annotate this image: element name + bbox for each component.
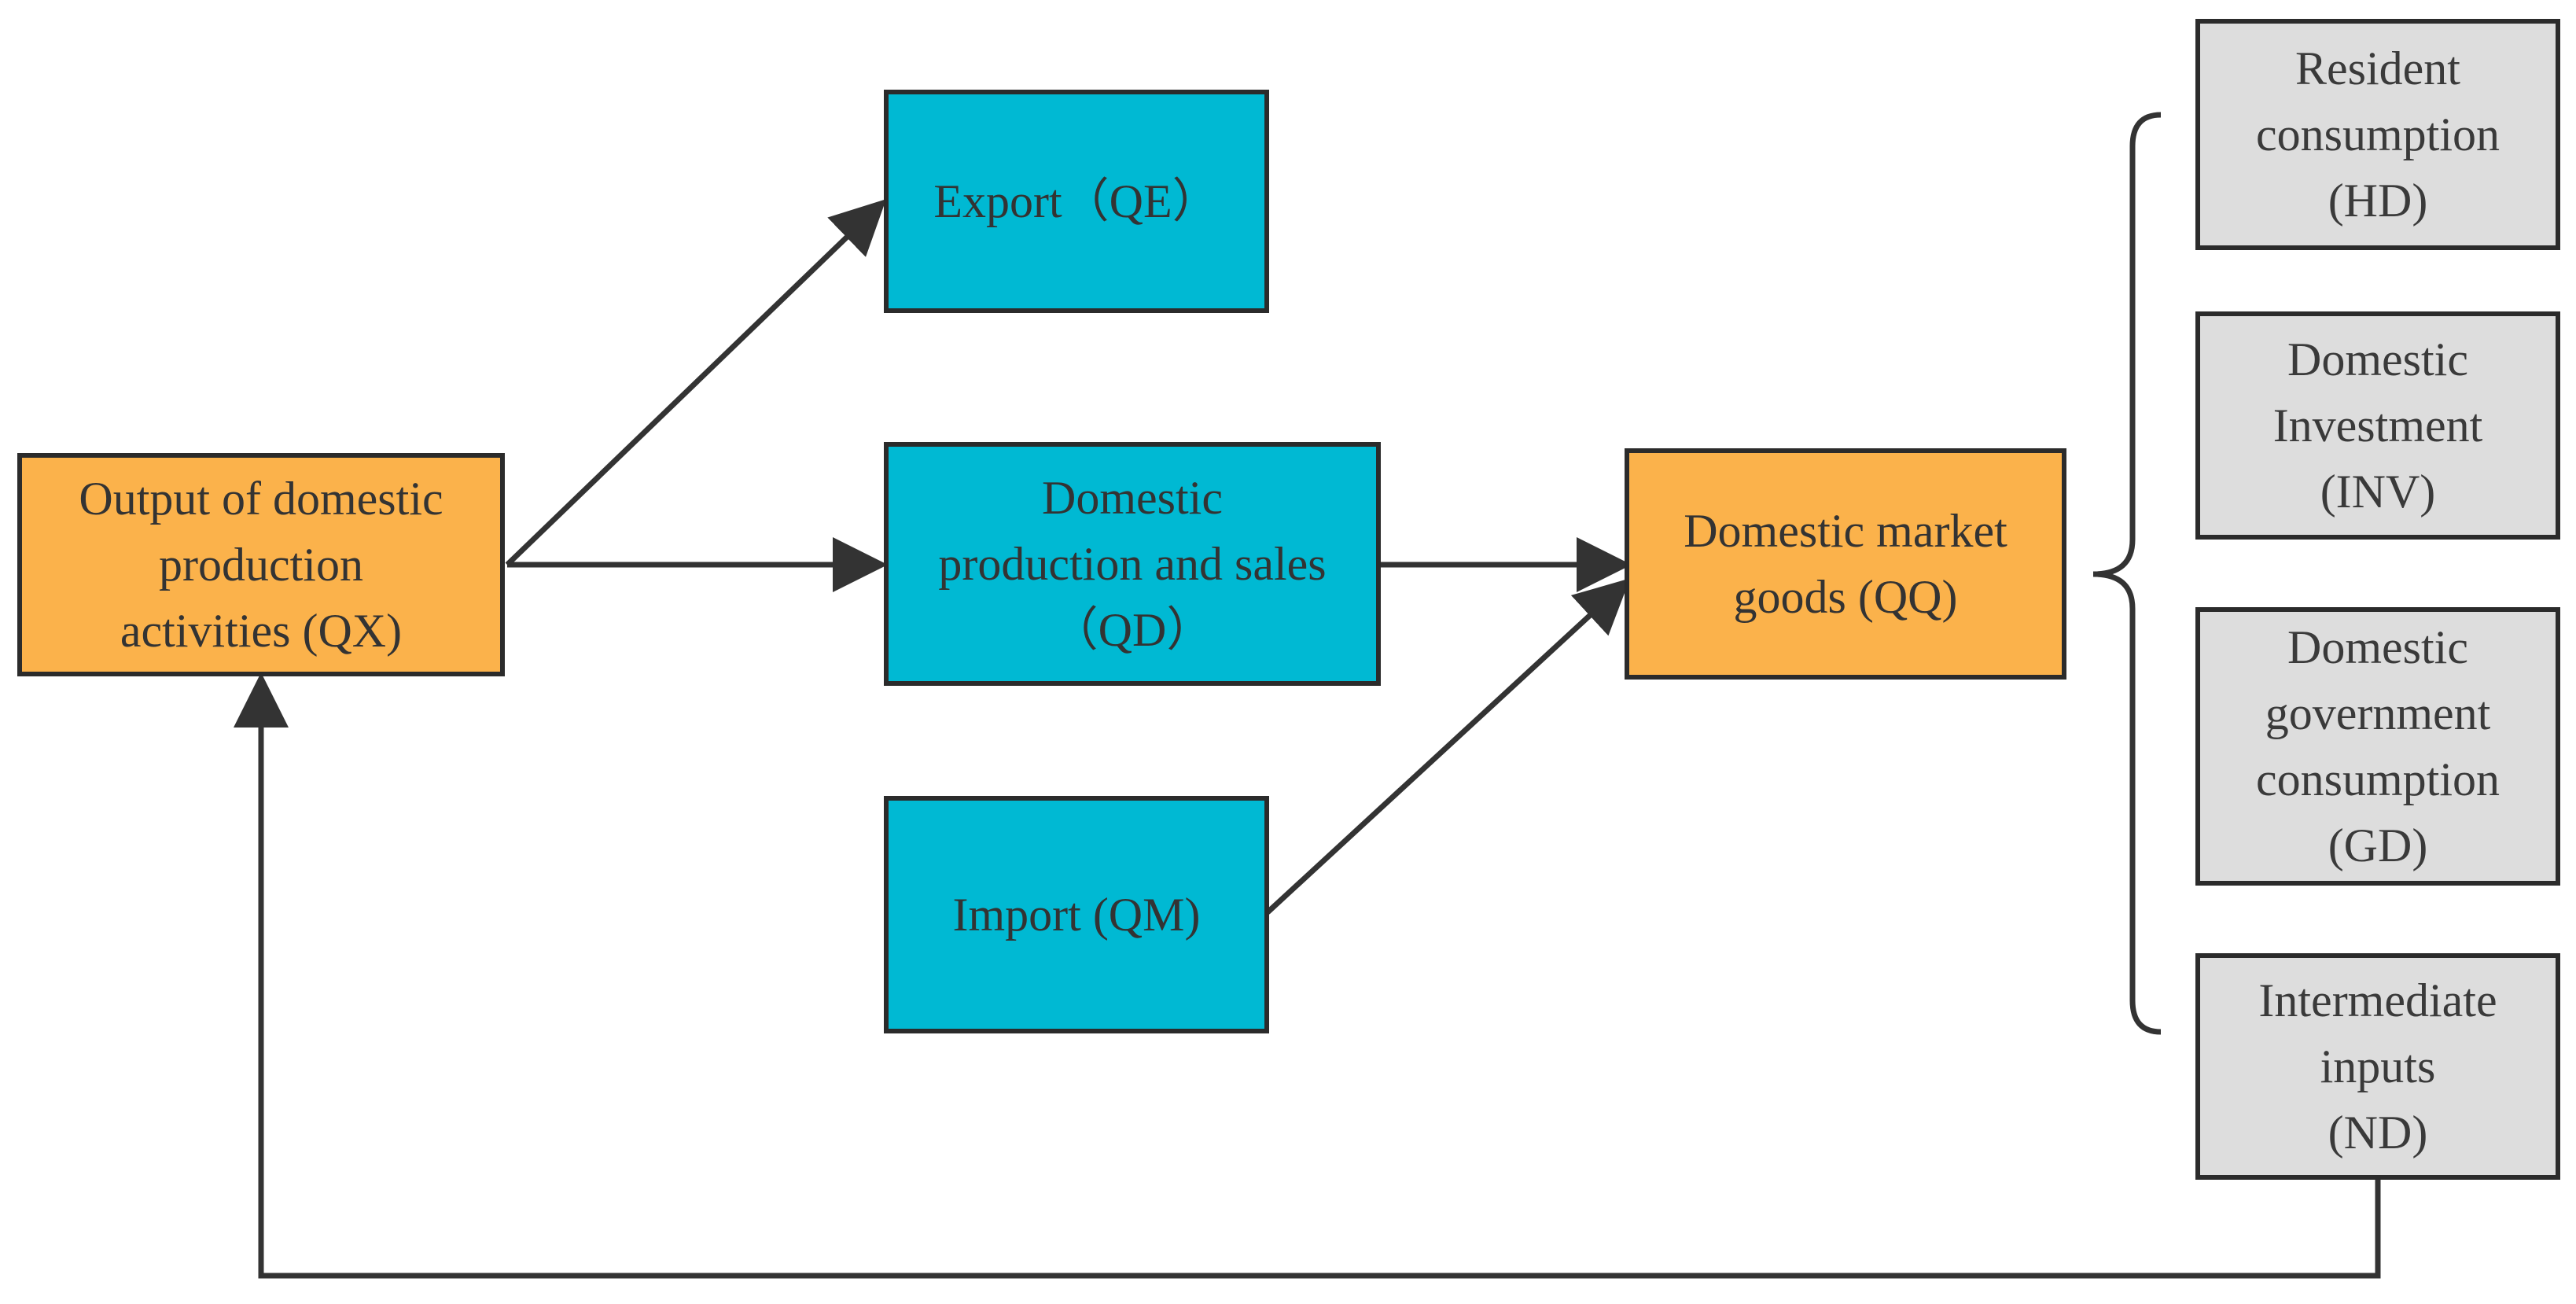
node-resident: Resident consumption (HD) [2195,19,2560,250]
arrow-import-to-market [1265,578,1631,915]
node-import-label: Import (QM) [952,889,1201,941]
node-intermediate-label: Intermediate inputs (ND) [2258,974,2497,1158]
node-export: Export（QE） [884,90,1269,313]
node-domestic-sales: Domestic production and sales （QD） [884,442,1381,686]
node-resident-label: Resident consumption (HD) [2256,42,2500,227]
node-domestic-sales-label: Domestic production and sales （QD） [938,472,1327,656]
node-government: Domestic government consumption (GD) [2195,607,2560,886]
node-output-label: Output of domestic production activities… [79,473,443,657]
node-import: Import (QM) [884,796,1269,1033]
node-intermediate: Intermediate inputs (ND) [2195,953,2560,1180]
node-investment-label: Domestic Investment (INV) [2272,333,2483,518]
arrow-output-to-export [505,199,887,567]
node-government-label: Domestic government consumption (GD) [2256,621,2500,871]
node-investment: Domestic Investment (INV) [2195,311,2560,540]
feedback-arrow-intermediate-to-output [234,672,2381,1279]
node-output: Output of domestic production activities… [17,453,505,676]
node-market-label: Domestic market goods (QQ) [1684,505,2007,623]
curly-brace [2092,112,2162,1035]
node-export-label: Export（QE） [933,175,1220,227]
node-market: Domestic market goods (QQ) [1625,448,2066,680]
